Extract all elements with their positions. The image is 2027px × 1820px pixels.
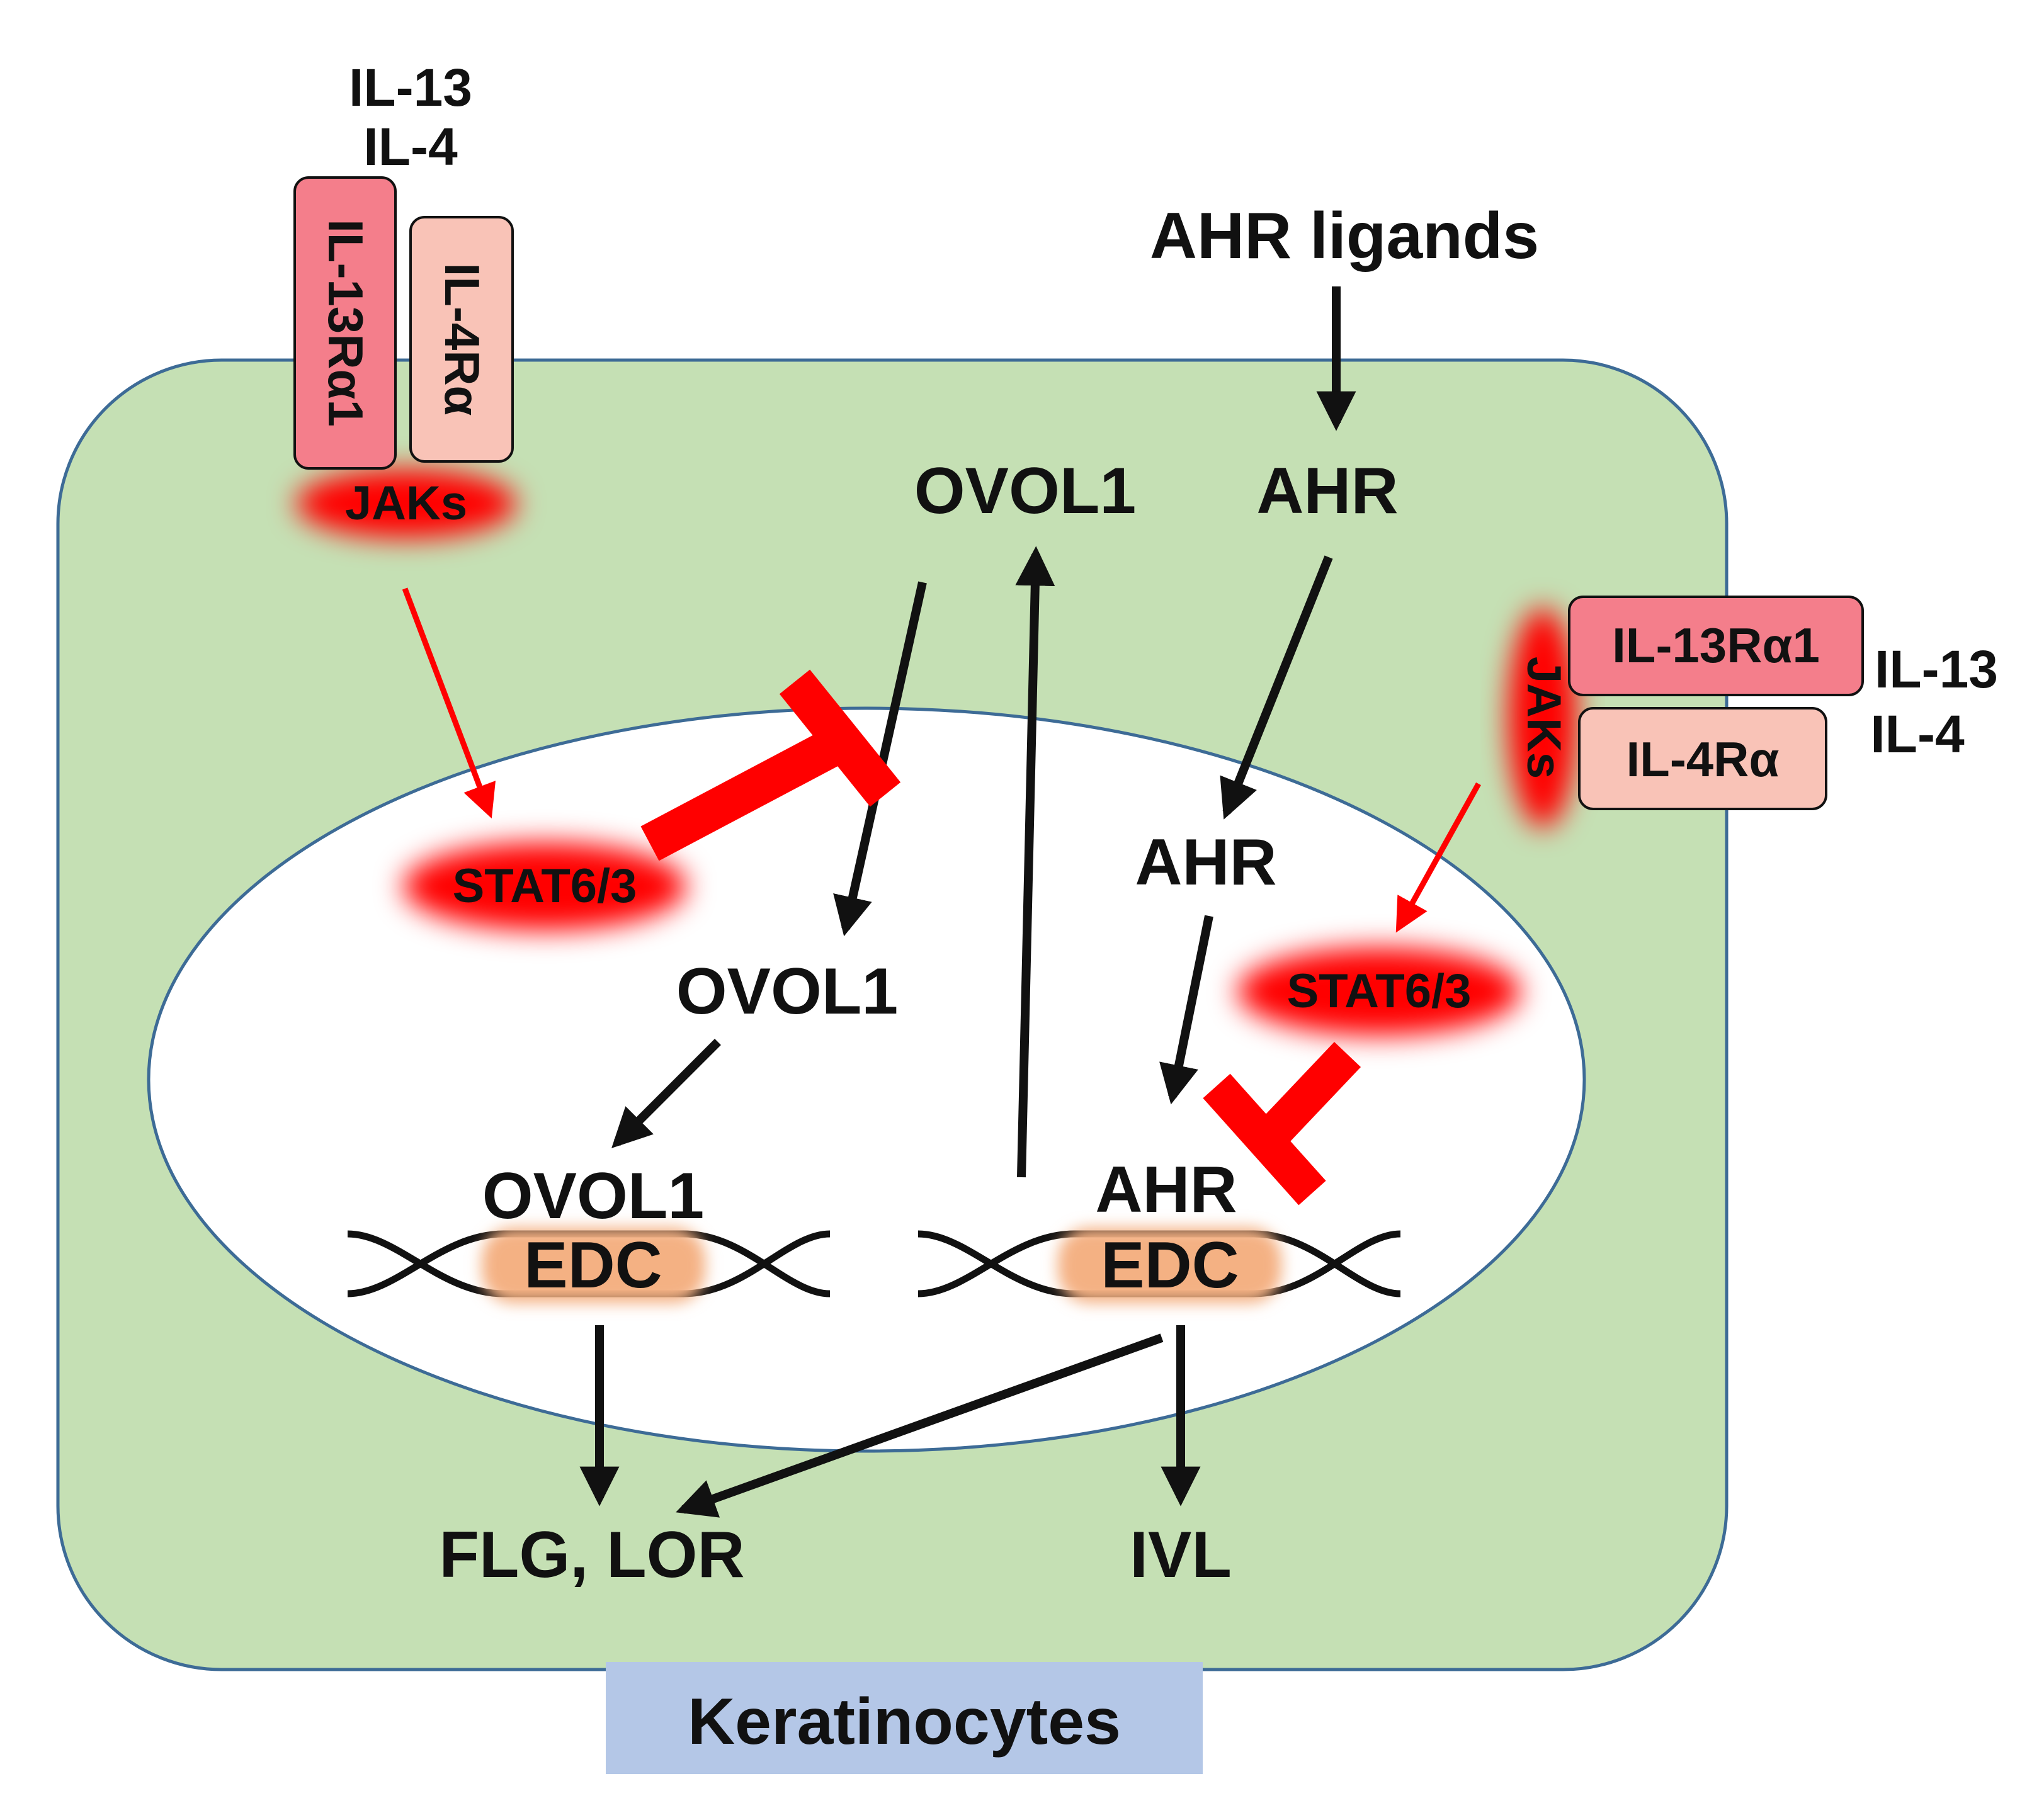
receptor-il4ra-right (1578, 707, 1827, 810)
arrow-ovol1-to-nucleus (833, 581, 927, 937)
cell-label: Keratinocytes (688, 1685, 1121, 1758)
output-ivl: IVL (1130, 1518, 1232, 1591)
cell-label-box (606, 1662, 1203, 1774)
jaks-glow-left (296, 469, 516, 538)
output-flg-lor: FLG, LOR (439, 1518, 744, 1591)
edc-glow-right (1058, 1228, 1281, 1303)
arrow-nuclear-ovol1-to-dna (611, 1039, 721, 1148)
edc-glow-left (482, 1228, 705, 1303)
red-arrows (402, 587, 1481, 933)
receptor-il13ra1-right (1568, 596, 1864, 696)
jaks-glow-right (1508, 608, 1577, 828)
stat-glow-left (403, 842, 686, 930)
edc-left: EDC (524, 1229, 662, 1302)
jaks-left: JAKs (345, 477, 467, 530)
ahr-cytoplasm: AHR (1256, 455, 1398, 528)
ahr-ligands: AHR ligands (1150, 200, 1539, 273)
ligand-il13-left: IL-13 (349, 58, 472, 117)
ovol1-nucleus: OVOL1 (676, 955, 899, 1028)
stat-left: STAT6/3 (453, 859, 637, 913)
arrow-jaks-left-to-stat (402, 587, 496, 819)
ligand-il13-right: IL-13 (1875, 640, 1998, 699)
black-arrows (579, 286, 1356, 1518)
arrow-ahr-to-nuclear-ahr (1220, 555, 1333, 820)
arrow-right-edc-to-flg-lor (676, 1333, 1164, 1518)
edc-right: EDC (1101, 1229, 1239, 1302)
arrow-jaks-right-to-stat (1395, 782, 1481, 933)
ligand-il4-right: IL-4 (1870, 704, 1965, 764)
inhibit-stat-right (1203, 1042, 1361, 1206)
receptor-il4ra-left-label: IL-4Rα (434, 263, 490, 416)
receptor-il13ra1-left-label: IL-13Rα1 (318, 219, 373, 427)
stat-glow-right (1237, 947, 1521, 1036)
arrow-dna-to-ovol1 (1015, 546, 1055, 1178)
ahr-on-dna: AHR (1095, 1153, 1237, 1226)
arrow-nuclear-ahr-to-dna (1159, 915, 1213, 1105)
receptor-il13ra1-right-label: IL-13Rα1 (1612, 618, 1820, 673)
jaks-right: JAKs (1517, 657, 1570, 779)
ahr-nucleus: AHR (1135, 826, 1276, 899)
inhibit-stat-left (640, 669, 901, 861)
stat-right: STAT6/3 (1287, 964, 1472, 1018)
receptor-il4ra-left (409, 216, 514, 463)
receptor-il13ra1-left (293, 176, 397, 470)
ovol1-on-dna: OVOL1 (482, 1160, 705, 1233)
ovol1-cytoplasm: OVOL1 (914, 455, 1137, 528)
ligand-il4-left: IL-4 (363, 117, 458, 176)
receptor-il4ra-right-label: IL-4Rα (1627, 732, 1780, 787)
